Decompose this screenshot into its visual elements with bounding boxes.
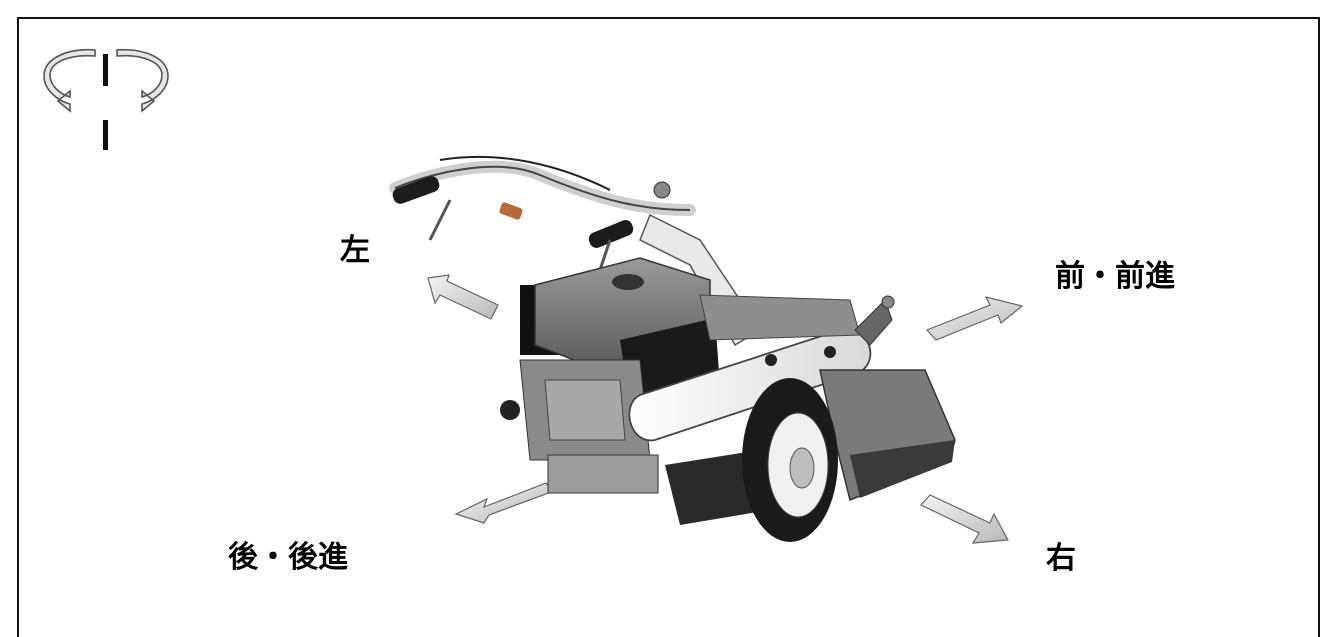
- arrow-back: [456, 483, 553, 523]
- label-right: 右: [1046, 544, 1076, 574]
- walk-behind-tiller-image: [391, 157, 955, 542]
- label-left: 左: [340, 236, 370, 266]
- arrow-front: [927, 297, 1022, 340]
- rotation-symmetry-icon: [44, 50, 168, 150]
- label-front-forward: 前・前進: [1055, 262, 1175, 292]
- arrow-left: [428, 275, 498, 319]
- arrow-right: [921, 495, 1008, 543]
- label-back-reverse: 後・後進: [228, 543, 348, 573]
